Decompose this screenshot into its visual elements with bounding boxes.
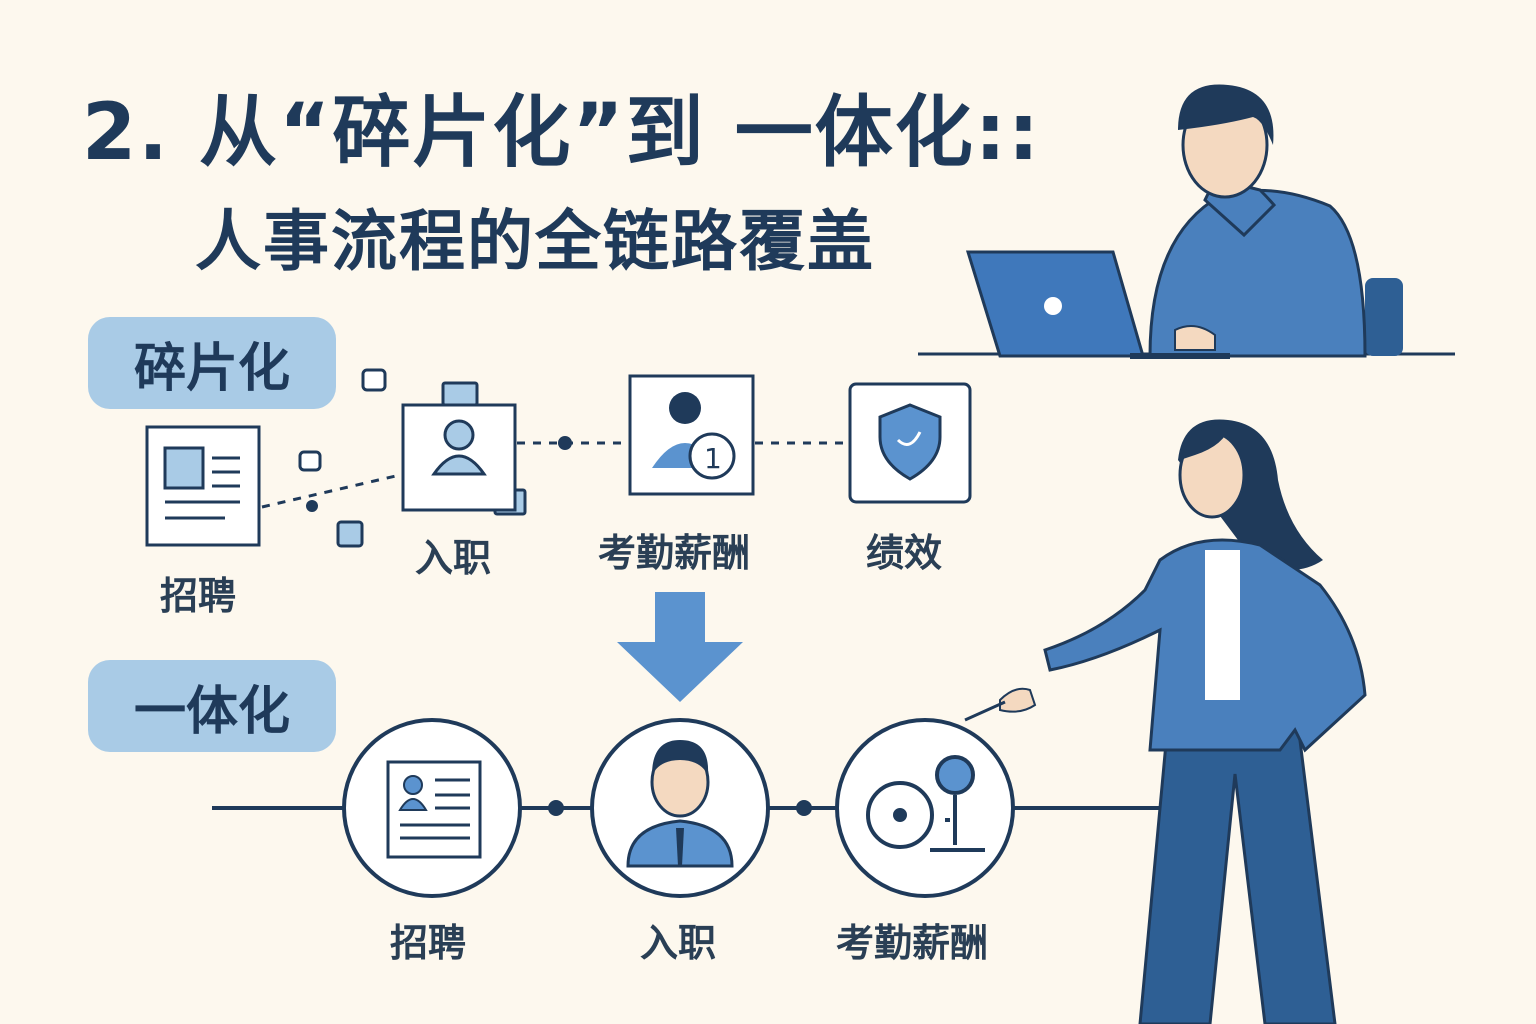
fragmented-badge: 碎片化 xyxy=(88,317,336,409)
fragmented-step-label: 入职 xyxy=(415,536,492,580)
resume-icon xyxy=(386,760,482,859)
page-subtitle: 人事流程的全链路覆盖 xyxy=(195,203,875,280)
fragmented-step-label: 考勤薪酬 xyxy=(598,531,751,575)
svg-text:1: 1 xyxy=(704,442,722,475)
person-badge-icon xyxy=(401,403,517,512)
integrated-step-label: 入职 xyxy=(640,921,717,965)
page-title: 2. 从“碎片化”到 一体化:: xyxy=(82,88,1042,178)
integrated-badge: 一体化 xyxy=(88,660,336,752)
resume-icon xyxy=(145,425,261,547)
fragmented-step-label: 绩效 xyxy=(866,531,943,575)
integrated-step-label: 考勤薪酬 xyxy=(836,921,989,965)
user-clock-icon: 1 xyxy=(628,374,755,496)
clock-scale-icon xyxy=(866,755,985,852)
employee-avatar-icon xyxy=(626,740,734,868)
shield-check-icon xyxy=(848,382,972,504)
man-at-laptop-illustration xyxy=(918,84,1455,359)
fragmented-connectors xyxy=(261,441,848,509)
down-arrow-icon xyxy=(617,592,743,702)
woman-presenter-illustration xyxy=(964,419,1367,1024)
fragmented-step-label: 招聘 xyxy=(160,574,237,618)
integrated-step-label: 招聘 xyxy=(390,921,467,965)
